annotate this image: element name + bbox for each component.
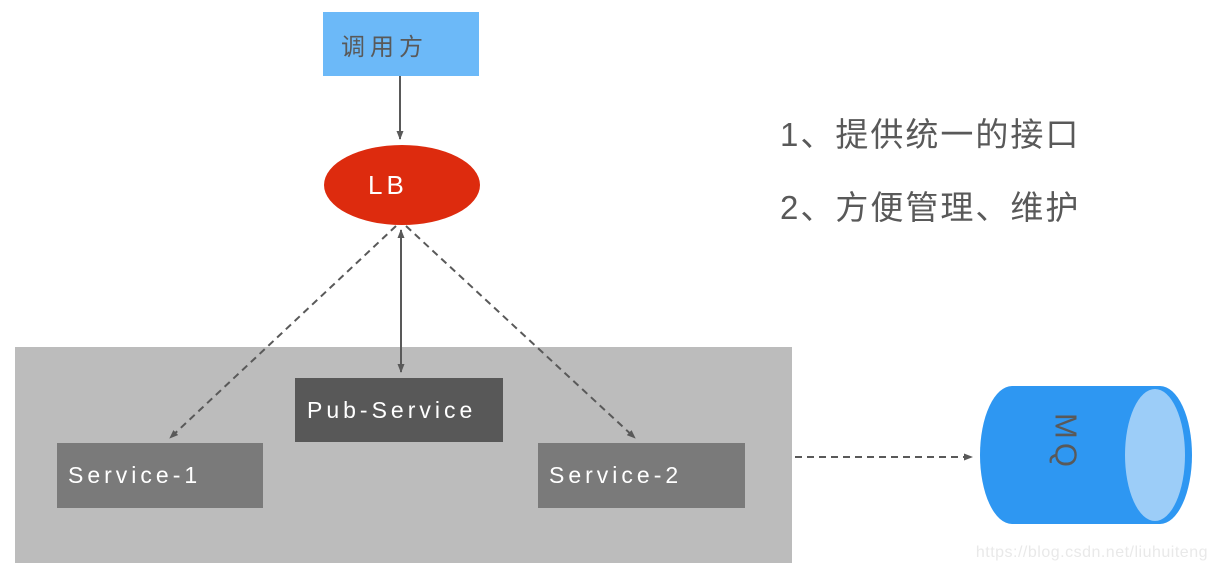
pub-service-node: Pub-Service bbox=[295, 378, 503, 442]
service-2-label: Service-2 bbox=[549, 462, 683, 488]
mq-label: MQ bbox=[1049, 413, 1084, 471]
note-unified-interface: 1、提供统一的接口 bbox=[780, 116, 1081, 153]
service-2-node: Service-2 bbox=[538, 443, 745, 508]
caller-node: 调用方 bbox=[323, 12, 479, 76]
service-1-node: Service-1 bbox=[57, 443, 263, 508]
service-1-label: Service-1 bbox=[68, 462, 202, 488]
pub-service-label: Pub-Service bbox=[307, 396, 477, 423]
connector-lb-to-service2 bbox=[405, 225, 636, 439]
mq-cylinder-cap bbox=[1125, 389, 1185, 521]
lb-label: LB bbox=[368, 169, 408, 200]
load-balancer-node: LB bbox=[324, 145, 480, 225]
caller-label: 调用方 bbox=[341, 33, 428, 61]
mq-cylinder: MQ bbox=[980, 386, 1192, 524]
watermark-url: https://blog.csdn.net/liuhuiteng bbox=[975, 544, 1208, 561]
connector-lb-to-service1 bbox=[169, 225, 397, 439]
note-easy-management: 2、方便管理、维护 bbox=[780, 189, 1081, 226]
